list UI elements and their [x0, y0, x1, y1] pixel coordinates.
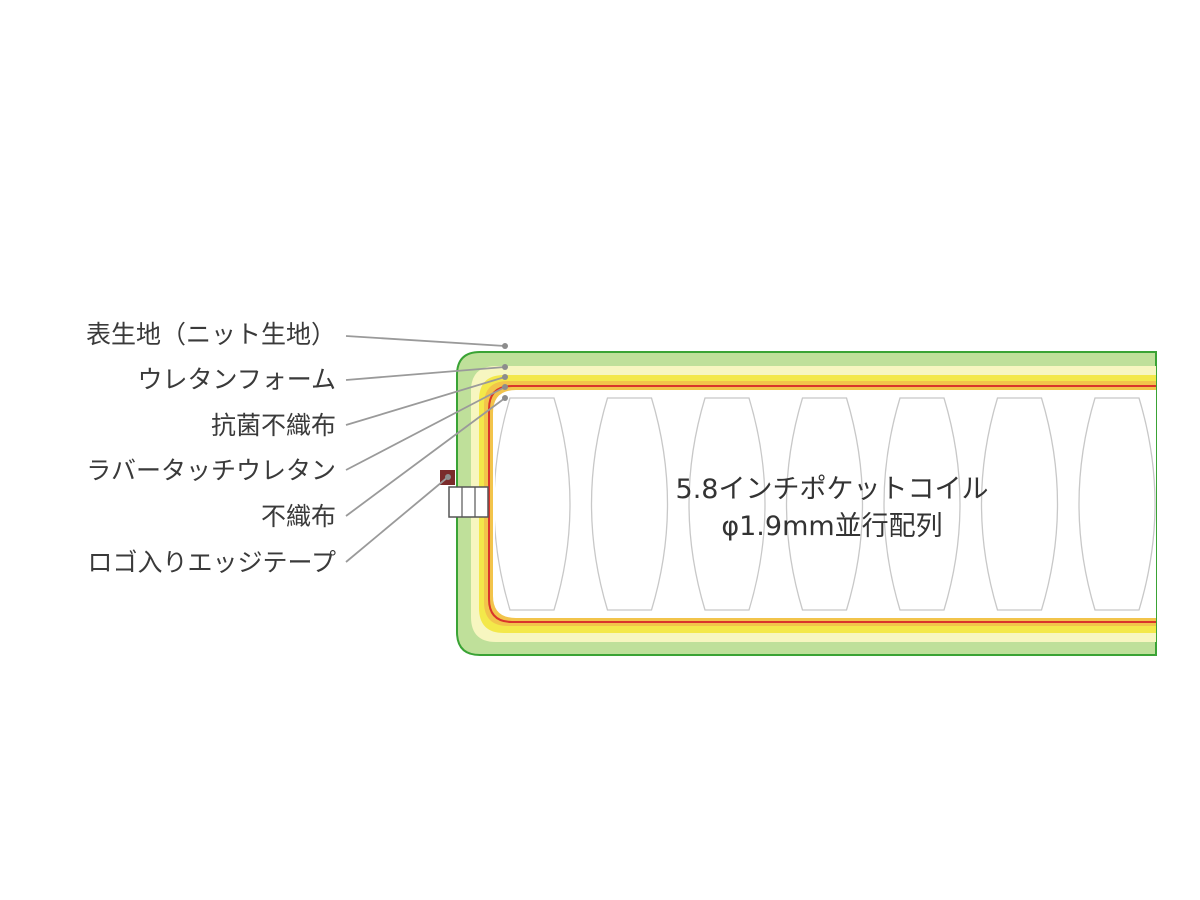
leader-dot: [445, 474, 451, 480]
pocket-coil: [688, 397, 766, 611]
label-logo-edge-tape: ロゴ入りエッジテープ: [87, 548, 336, 577]
pocket-coils: [495, 397, 1156, 611]
pocket-coil: [495, 397, 571, 611]
leader-line-urethane: [345, 366, 506, 381]
leader-dot: [502, 384, 508, 390]
leader-line-rubber-touch: [345, 386, 506, 471]
label-antibacterial-nonwoven: 抗菌不織布: [211, 411, 336, 440]
leader-dot: [502, 343, 508, 349]
label-surface-fabric: 表生地（ニット生地）: [86, 320, 336, 349]
leader-line-nonwoven: [345, 397, 506, 517]
leader-lines: [345, 335, 508, 563]
label-urethane-foam: ウレタンフォーム: [137, 365, 336, 394]
leader-line-edge-tape: [345, 476, 449, 563]
leader-line-antibacterial: [345, 376, 506, 426]
coil-spec-line-2: φ1.9mm並行配列: [721, 511, 942, 542]
edge-tape-band: [448, 486, 489, 518]
label-rubber-touch-urethane: ラバータッチウレタン: [86, 456, 336, 485]
coil-spec-line-1: 5.8インチポケットコイル: [676, 474, 989, 505]
pocket-coil: [980, 397, 1059, 611]
leader-dot: [502, 364, 508, 370]
label-nonwoven: 不織布: [261, 502, 336, 531]
leader-dot: [502, 395, 508, 401]
pocket-coil: [883, 397, 961, 611]
leader-dot: [502, 374, 508, 380]
pocket-coil: [590, 397, 669, 611]
leader-line-fabric: [345, 335, 506, 347]
coil-core-area: [493, 390, 1156, 618]
pocket-coil: [1078, 397, 1156, 611]
pocket-coil: [785, 397, 864, 611]
